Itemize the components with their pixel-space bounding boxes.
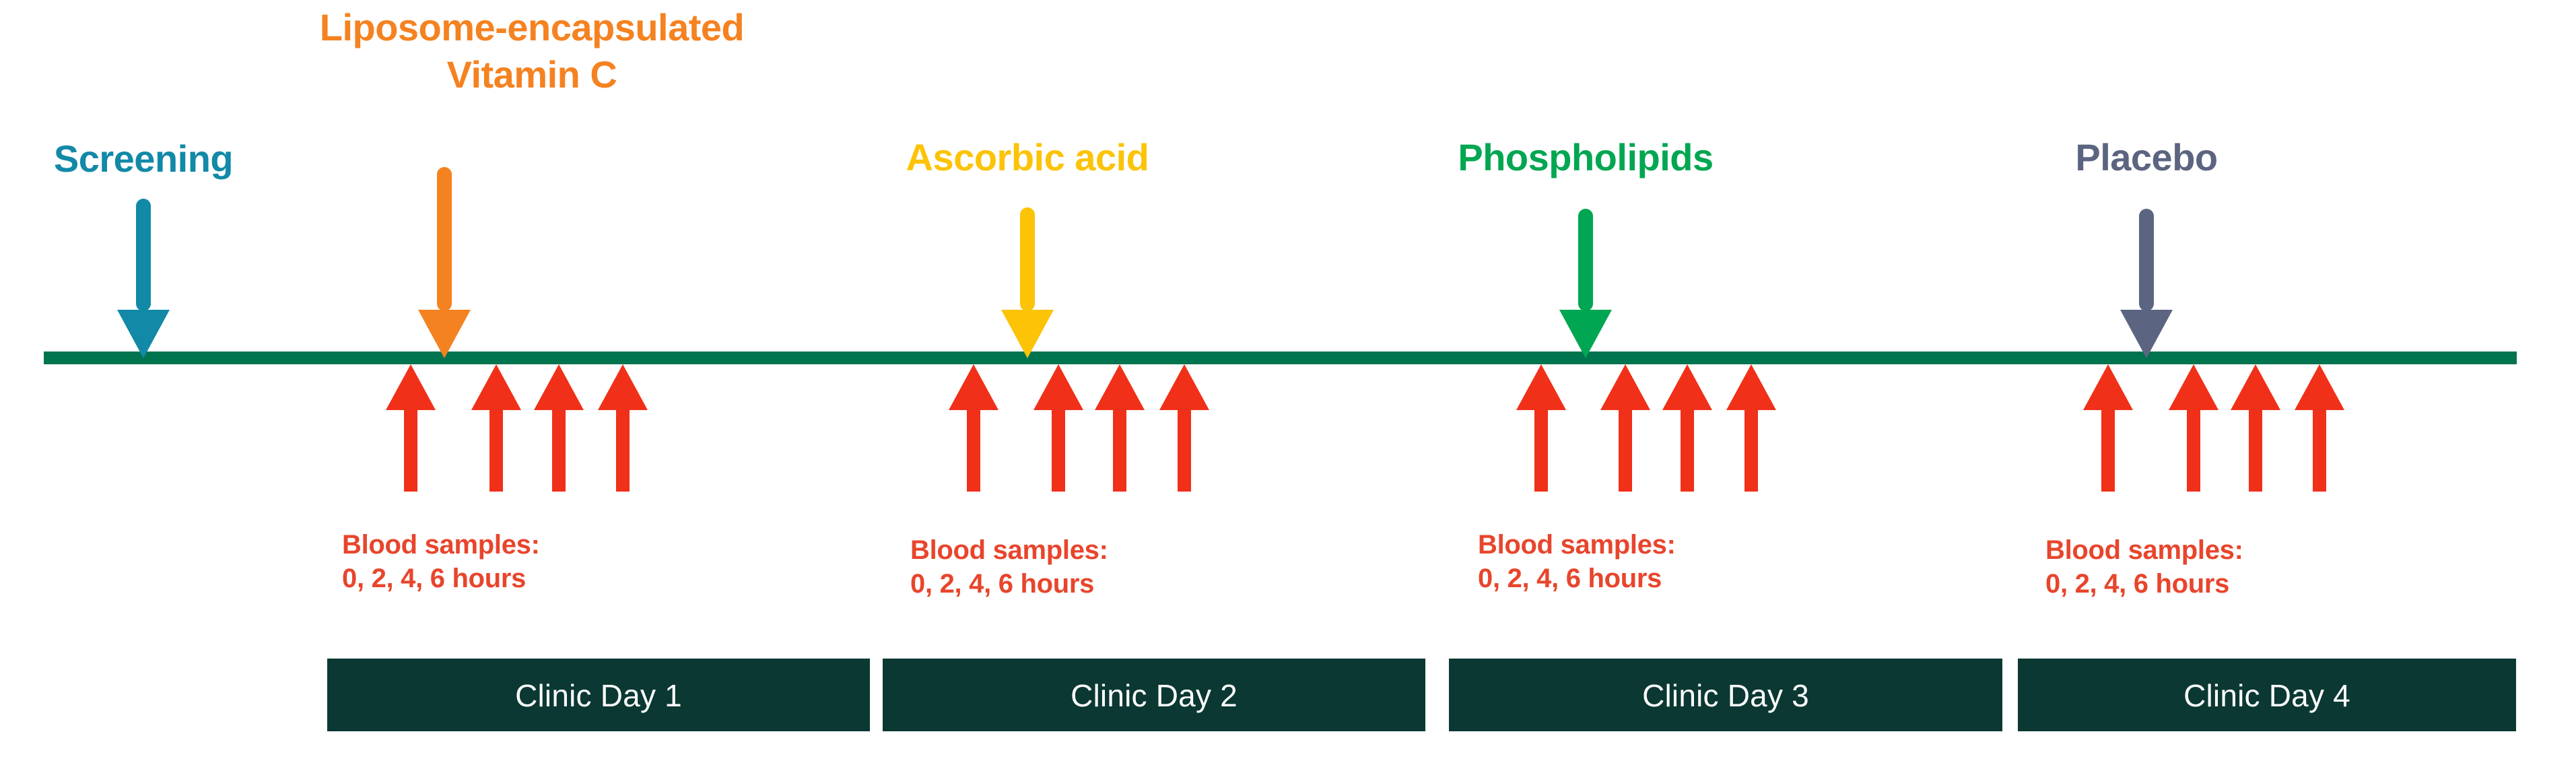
event-label-placebo: Placebo — [2075, 136, 2217, 178]
blood-sampling-group-day-3: Blood samples:0, 2, 4, 6 hours — [1478, 364, 1776, 593]
blood-sample-arrow-2 — [2169, 364, 2218, 492]
blood-sample-arrow-1 — [2083, 364, 2133, 492]
clinic-day-label: Clinic Day 3 — [1642, 678, 1809, 713]
clinic-day-label: Clinic Day 2 — [1071, 678, 1238, 713]
blood-sampling-group-day-2: Blood samples:0, 2, 4, 6 hours — [910, 364, 1209, 599]
event-ascorbic-acid[interactable]: Ascorbic acid — [906, 136, 1149, 358]
event-arrow-phospholipids — [1559, 209, 1612, 358]
blood-sample-arrow-2 — [471, 364, 521, 492]
clinic-day-bar-clinic-day-2[interactable]: Clinic Day 2 — [883, 659, 1425, 731]
blood-sample-arrow-3 — [1662, 364, 1712, 492]
blood-sample-arrow-1 — [386, 364, 436, 492]
event-label-phospholipids: Phospholipids — [1458, 136, 1713, 178]
event-label-screening: Screening — [54, 137, 233, 180]
blood-sample-arrow-4 — [2295, 364, 2344, 492]
study-timeline — [44, 352, 2517, 364]
event-phospholipids[interactable]: Phospholipids — [1458, 136, 1714, 358]
blood-sample-arrow-4 — [1726, 364, 1776, 492]
blood-sample-arrow-2 — [1600, 364, 1650, 492]
event-placebo[interactable]: Placebo — [2075, 136, 2218, 358]
blood-sampling-group-day-4: Blood samples:0, 2, 4, 6 hours — [2045, 364, 2344, 599]
clinic-day-label: Clinic Day 4 — [2183, 678, 2350, 713]
blood-sample-caption: Blood samples:0, 2, 4, 6 hours — [342, 530, 540, 593]
event-arrow-liposome-vitamin-c — [418, 167, 471, 358]
blood-sample-arrow-3 — [1095, 364, 1145, 492]
blood-sampling-layer: Blood samples:0, 2, 4, 6 hours Blood samp… — [342, 364, 2344, 599]
clinic-day-bar-clinic-day-3[interactable]: Clinic Day 3 — [1449, 659, 2002, 731]
blood-sample-arrow-1 — [949, 364, 998, 492]
blood-sample-caption: Blood samples:0, 2, 4, 6 hours — [910, 535, 1108, 599]
clinic-day-label: Clinic Day 1 — [515, 678, 682, 713]
event-label-ascorbic-acid: Ascorbic acid — [906, 136, 1149, 178]
event-arrow-ascorbic-acid — [1001, 207, 1054, 358]
event-arrow-placebo — [2120, 209, 2173, 358]
event-arrow-screening — [117, 199, 170, 358]
blood-sample-arrow-3 — [534, 364, 584, 492]
blood-sample-arrow-4 — [598, 364, 648, 492]
blood-sample-arrow-4 — [1159, 364, 1209, 492]
blood-sample-arrow-3 — [2231, 364, 2280, 492]
clinic-day-bars-layer: Clinic Day 1 Clinic Day 2 Clinic Day 3 Clin… — [327, 659, 2516, 731]
blood-sample-caption: Blood samples:0, 2, 4, 6 hours — [2045, 535, 2243, 599]
blood-sample-arrow-1 — [1516, 364, 1566, 492]
clinic-day-bar-clinic-day-1[interactable]: Clinic Day 1 — [327, 659, 870, 731]
study-timeline-axis — [44, 352, 2517, 364]
clinic-day-bar-clinic-day-4[interactable]: Clinic Day 4 — [2018, 659, 2516, 731]
blood-sample-caption: Blood samples:0, 2, 4, 6 hours — [1478, 530, 1676, 593]
blood-sampling-group-day-1: Blood samples:0, 2, 4, 6 hours — [342, 364, 648, 593]
event-screening[interactable]: Screening — [54, 137, 234, 358]
blood-sample-arrow-2 — [1033, 364, 1083, 492]
